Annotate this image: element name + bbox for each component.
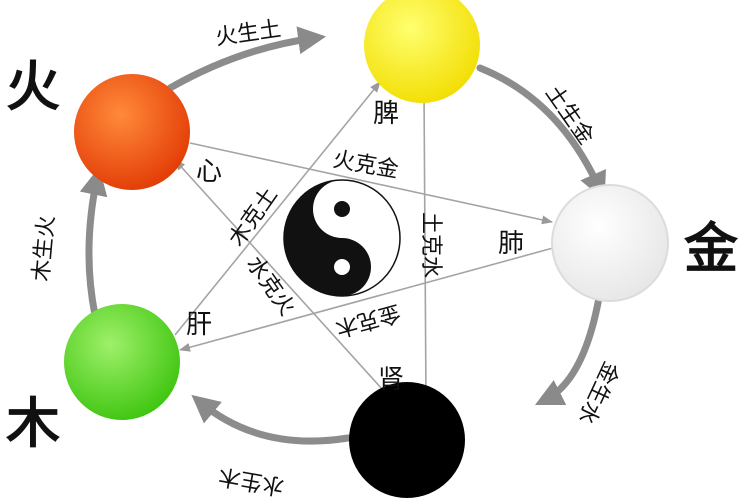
organ-heart-label: 心	[196, 157, 222, 187]
ctrl-earth-water-label: 土克水	[418, 212, 443, 278]
ctrl-fire-metal-label: 火克金	[331, 147, 400, 183]
wood-circle	[64, 304, 180, 420]
organ-kidney-label: 肾	[378, 365, 404, 395]
gen-wood-fire-label: 木生火	[29, 215, 60, 283]
fire-circle	[74, 74, 190, 190]
line-metal-to-wood	[178, 247, 554, 352]
arrow-fire-to-earth	[166, 26, 327, 92]
organ-spleen-label: 脾	[373, 99, 399, 129]
generating-cycle-ring	[79, 26, 606, 445]
organ-lung-label: 肺	[498, 229, 524, 259]
element-wood-label: 木	[6, 392, 60, 455]
arrow-water-to-wood	[191, 394, 352, 445]
line-water-to-fire	[174, 159, 393, 401]
metal-circle	[551, 184, 669, 302]
line-earth-to-water	[421, 91, 431, 402]
arrow-wood-to-fire	[79, 167, 108, 319]
arrow-earth-to-metal	[476, 64, 606, 201]
gen-metal-water-label: 金生水	[573, 357, 624, 427]
gen-water-wood-label: 水生木	[217, 463, 286, 499]
line-wood-to-earth	[174, 81, 381, 336]
element-metal-label: 金	[684, 217, 738, 280]
element-fire-label: 火	[6, 55, 60, 118]
water-circle	[349, 382, 465, 498]
line-fire-to-metal	[189, 142, 554, 225]
ctrl-wood-earth-label: 木克土	[224, 183, 282, 251]
arrow-metal-to-water	[534, 288, 604, 406]
controlling-star	[174, 81, 554, 402]
earth-circle	[364, 0, 480, 103]
yin-yang-icon	[283, 179, 401, 297]
organ-liver-label: 肝	[186, 310, 212, 340]
